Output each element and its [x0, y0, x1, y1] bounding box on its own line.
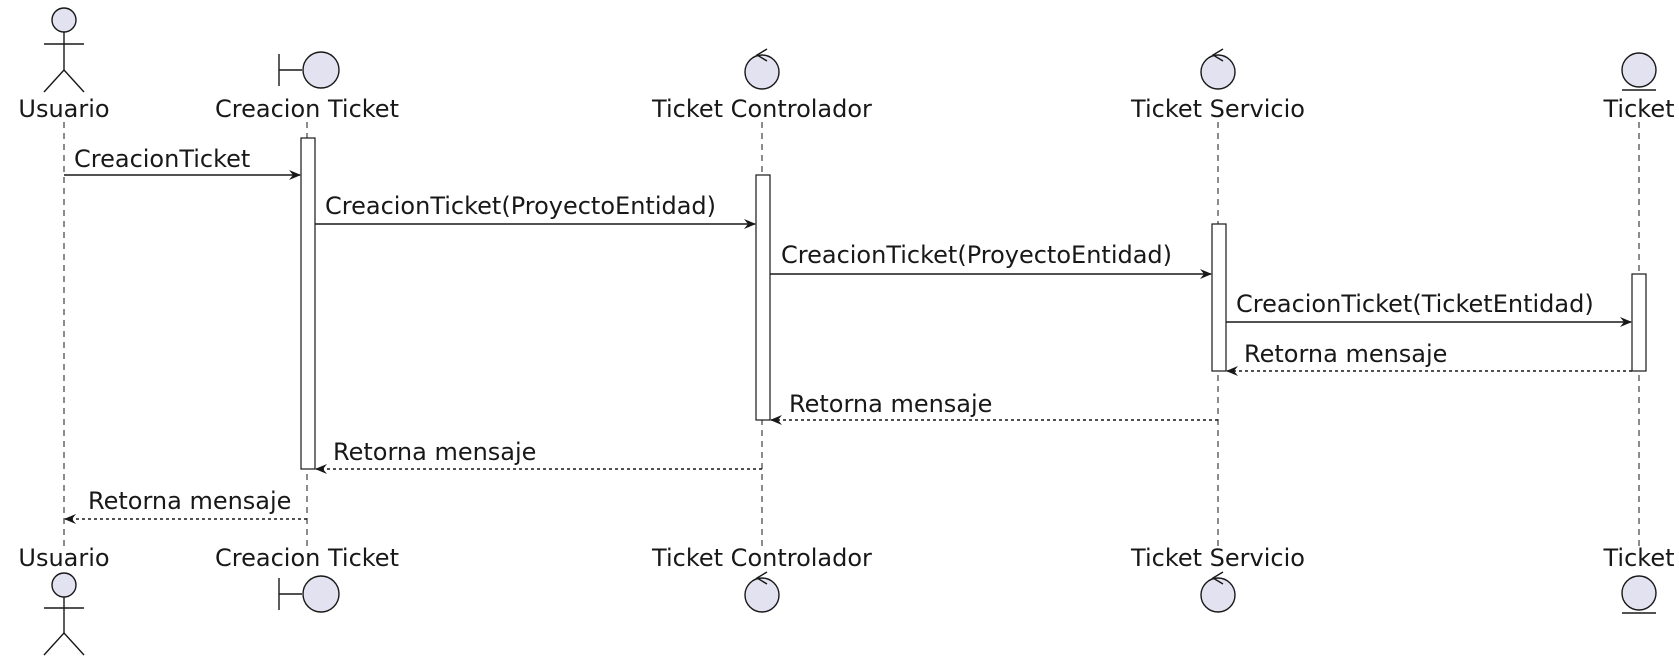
actor-icon [43, 7, 85, 93]
activation-ticket [1631, 273, 1647, 372]
participant-label-top: Creacion Ticket [215, 95, 399, 123]
participant-label-bottom: Ticket [1602, 544, 1674, 572]
participant-label-top: Ticket Controlador [651, 95, 872, 123]
entity-icon [1621, 52, 1657, 91]
message-label: Retorna mensaje [333, 438, 536, 466]
message-label: CreacionTicket(ProyectoEntidad) [781, 241, 1172, 269]
participant-label-top: Ticket Servicio [1130, 95, 1305, 123]
activation-creacion-ticket [300, 137, 316, 470]
participant-label-bottom: Ticket Servicio [1130, 544, 1305, 572]
message-label: Retorna mensaje [1244, 340, 1447, 368]
participant-label-bottom: Usuario [18, 544, 109, 572]
activation-ticket-servicio [1211, 223, 1227, 372]
control-icon [1200, 48, 1236, 90]
message-label: CreacionTicket [74, 145, 250, 173]
entity-icon [1621, 575, 1657, 614]
message-label: Retorna mensaje [789, 390, 992, 418]
control-icon [1200, 571, 1236, 613]
actor-icon [43, 572, 85, 656]
participant-label-bottom: Ticket Controlador [651, 544, 872, 572]
control-icon [744, 571, 780, 613]
control-icon [744, 48, 780, 90]
boundary-icon [278, 575, 340, 613]
message-label: CreacionTicket(TicketEntidad) [1236, 290, 1594, 318]
boundary-icon [278, 51, 340, 89]
message-label: Retorna mensaje [88, 487, 291, 515]
activation-ticket-controlador [755, 174, 771, 421]
participant-label-top: Ticket [1602, 95, 1674, 123]
participant-label-bottom: Creacion Ticket [215, 544, 399, 572]
participant-label-top: Usuario [18, 95, 109, 123]
message-label: CreacionTicket(ProyectoEntidad) [325, 192, 716, 220]
